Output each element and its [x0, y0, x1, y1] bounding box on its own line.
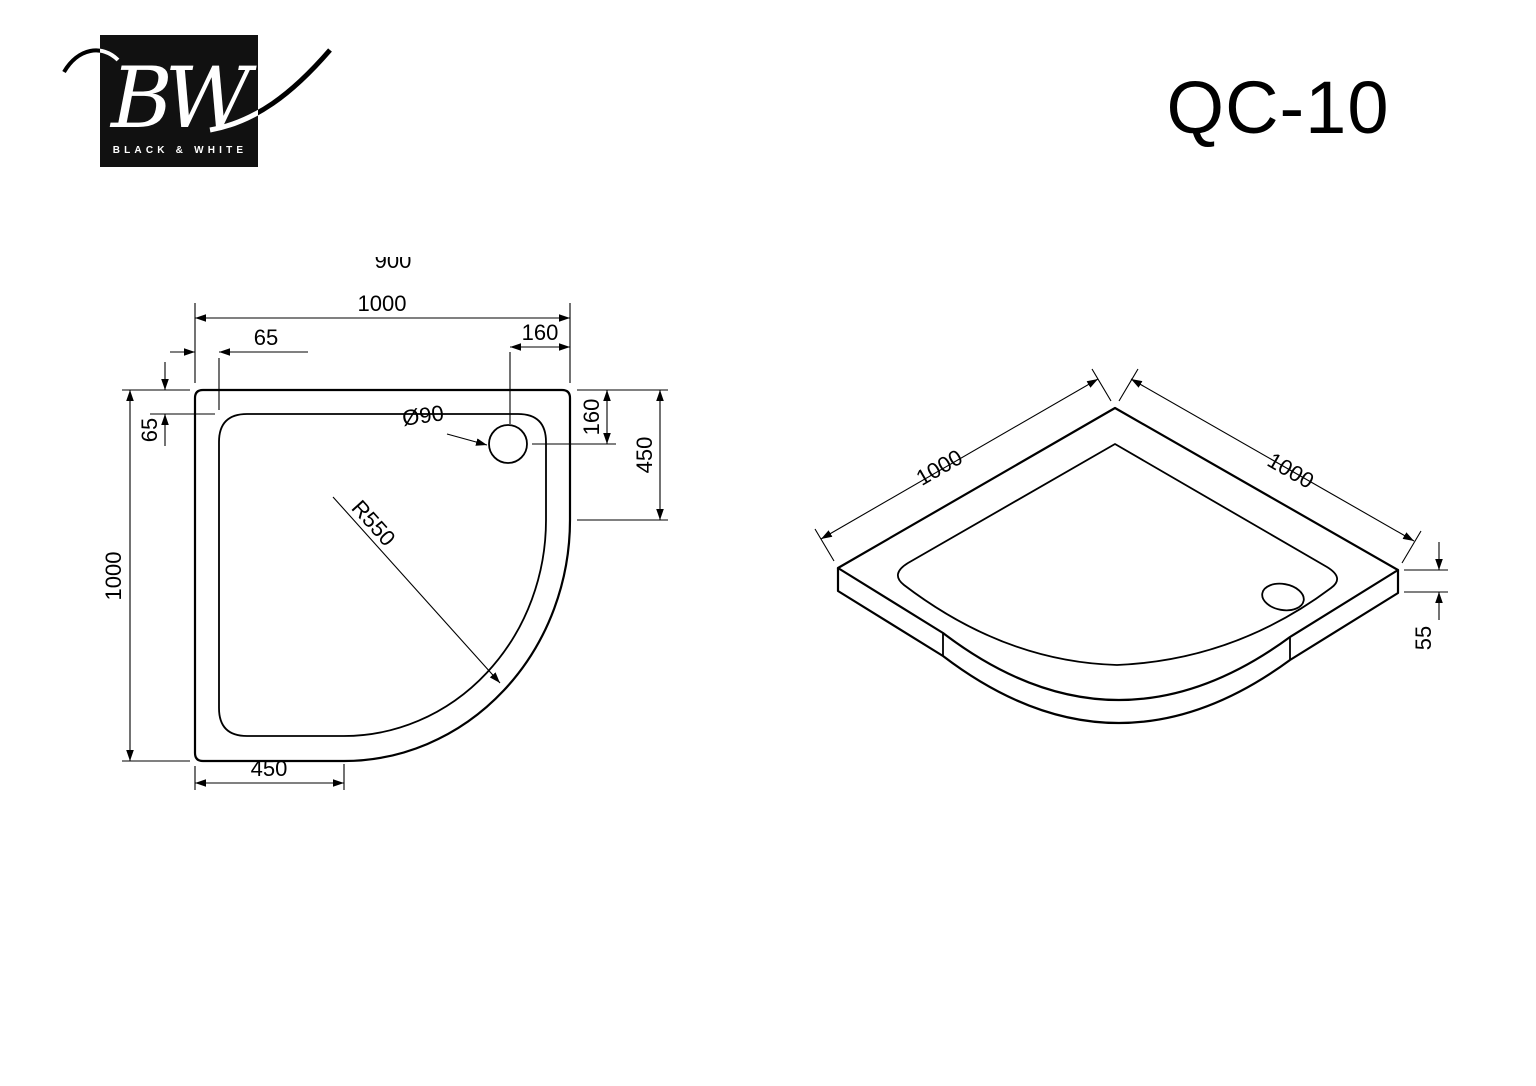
iso-tray-apron-outline — [836, 568, 1400, 725]
dim-overall-height: 1000 — [101, 552, 126, 601]
dim-straight-bottom: 450 — [251, 756, 288, 781]
dim-rim-inset-top: 65 — [254, 325, 278, 350]
dim-overall-width: 1000 — [358, 291, 407, 316]
iso-dim-line-side-left — [820, 378, 1099, 540]
iso-dim-side-left: 1000 — [912, 444, 967, 490]
brand-logo: BW BLACK & WHITE — [62, 35, 332, 167]
iso-apron-joint-lines — [942, 633, 1291, 660]
tray-outer-outline — [193, 388, 572, 763]
dim-drain-diameter: Ø90 — [401, 400, 446, 431]
model-title: QC-10 — [1167, 66, 1390, 149]
isometric-view-drawing: 1000 1000 55 — [814, 368, 1448, 725]
dim-drain-from-right: 160 — [522, 320, 559, 345]
iso-tray-top-outline — [836, 406, 1400, 702]
iso-dim-line-side-right — [1130, 378, 1415, 542]
drain-circle — [488, 424, 528, 464]
logo-subtitle: BLACK & WHITE — [113, 145, 248, 156]
iso-dim-side-right: 1000 — [1263, 447, 1318, 493]
drain-leader-line — [446, 433, 488, 446]
tray-inner-outline — [218, 413, 547, 737]
iso-extension-lines — [814, 368, 1448, 593]
top-view-drawing: 900 1000 65 160 160 450 65 1000 450 Ø90 … — [101, 248, 668, 790]
logo-swash-left-inner-icon — [100, 48, 120, 62]
iso-drain-ellipse — [1261, 582, 1305, 612]
logo-swash-right-inner-icon — [209, 109, 258, 133]
dim-drain-from-top: 160 — [579, 399, 604, 436]
radius-leader-line — [332, 496, 501, 684]
iso-dim-height: 55 — [1411, 626, 1436, 650]
logo-initials: BW — [109, 49, 258, 147]
iso-basin-inner-outline — [897, 443, 1338, 666]
logo-box — [100, 35, 258, 167]
dim-rim-inset-left: 65 — [137, 418, 162, 442]
extension-lines — [122, 303, 668, 790]
dim-straight-right: 450 — [632, 437, 657, 474]
clipped-dimension-label: 900 — [375, 248, 412, 273]
